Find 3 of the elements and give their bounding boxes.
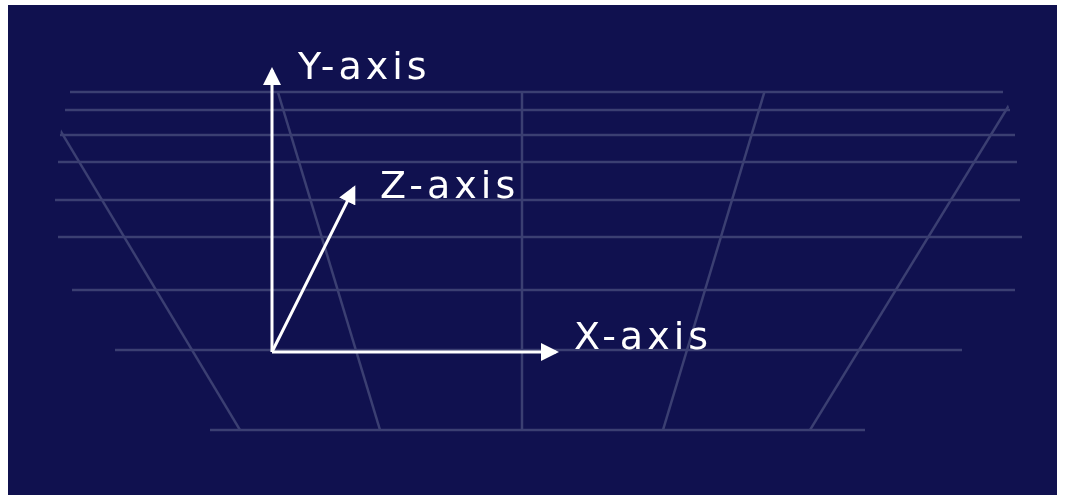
axis-label: Z-axis <box>380 165 520 205</box>
axis-label: X-axis <box>574 316 712 356</box>
axis-label: Y-axis <box>298 46 431 86</box>
